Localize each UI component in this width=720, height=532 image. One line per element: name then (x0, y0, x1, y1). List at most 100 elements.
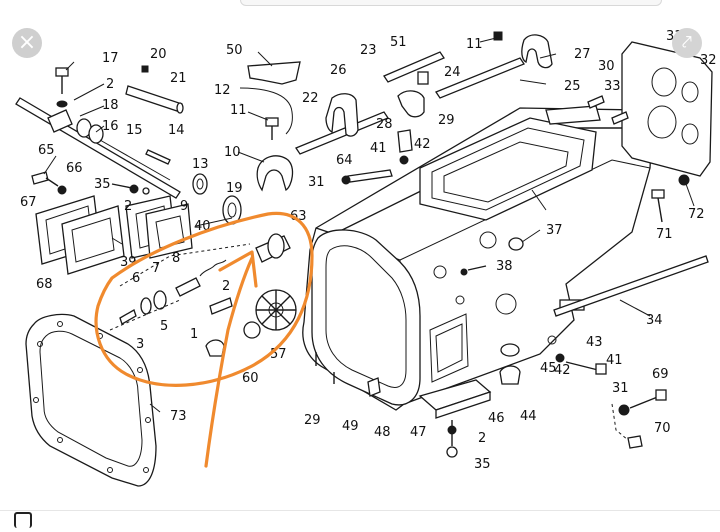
bolt-part-71 (651, 174, 690, 223)
callout-15: 15 (126, 123, 143, 138)
callout-63: 63 (290, 209, 307, 224)
close-icon[interactable]: × (12, 28, 42, 58)
plug-part-37 (508, 237, 524, 251)
callout-67: 67 (20, 195, 37, 210)
callout-16: 16 (102, 119, 119, 134)
callout-32: 32 (700, 53, 717, 68)
callout-5: 5 (160, 319, 168, 334)
callout-labels: 17 20 21 2 18 16 15 14 50 12 11 10 13 19… (20, 29, 717, 472)
callout-41: 41 (370, 141, 387, 156)
callout-23: 23 (360, 43, 377, 58)
pin-part-21 (125, 65, 184, 114)
bottom-app-icon[interactable] (14, 512, 32, 528)
callout-8: 8 (172, 251, 180, 266)
bottom-toolbar (0, 510, 720, 532)
highlight-circle (94, 211, 314, 387)
fork-part-10 (256, 155, 294, 192)
callout-2: 2 (478, 431, 486, 446)
callout-73: 73 (170, 409, 187, 424)
callout-24: 24 (444, 65, 461, 80)
callout-33: 33 (604, 79, 621, 94)
callout-41: 41 (606, 353, 623, 368)
ring-part-13 (192, 173, 208, 195)
callout-18: 18 (102, 98, 119, 113)
callout-66: 66 (66, 161, 83, 176)
shaft-part-15 (15, 97, 181, 199)
callout-11: 11 (466, 37, 483, 52)
spring-part-12 (239, 87, 293, 135)
callout-42: 42 (554, 363, 571, 378)
callout-70: 70 (654, 421, 671, 436)
callout-35: 35 (474, 457, 491, 472)
callout-69: 69 (652, 367, 669, 382)
callout-14: 14 (168, 123, 185, 138)
callout-47: 47 (410, 425, 427, 440)
plate-part-50 (247, 61, 301, 85)
callout-60: 60 (242, 371, 259, 386)
callout-6: 6 (132, 271, 140, 286)
callout-45: 45 (540, 361, 557, 376)
callout-2: 2 (222, 279, 230, 294)
cover-part-30 (621, 41, 713, 177)
callout-35: 35 (94, 177, 111, 192)
callout-21: 21 (170, 71, 187, 86)
cover-part-68 (61, 205, 125, 275)
bolt-part-17 (55, 67, 69, 108)
highlight-arrow-head (218, 250, 258, 288)
callout-68: 68 (36, 277, 53, 292)
pin-part-33-a (587, 95, 605, 109)
bearing-part-19 (222, 195, 242, 225)
callout-10: 10 (224, 145, 241, 160)
callout-13: 13 (192, 157, 209, 172)
key-part-14 (145, 149, 171, 165)
top-search-bar (240, 0, 662, 6)
callout-7: 7 (152, 261, 160, 276)
callout-46: 46 (488, 411, 505, 426)
callout-11: 11 (230, 103, 247, 118)
callout-30: 30 (598, 59, 615, 74)
callout-57: 57 (270, 347, 287, 362)
callout-37: 37 (546, 223, 563, 238)
callout-44: 44 (520, 409, 537, 424)
pin-part-33-b (611, 111, 629, 125)
callout-64: 64 (336, 153, 353, 168)
callout-48: 48 (374, 425, 391, 440)
callout-19: 19 (226, 181, 243, 196)
callout-72: 72 (688, 207, 705, 222)
shift-rail-assembly (295, 31, 553, 185)
callout-27: 27 (574, 47, 591, 62)
callout-28: 28 (376, 117, 393, 132)
callout-42: 42 (414, 137, 431, 152)
callout-51: 51 (390, 35, 407, 50)
callout-12: 12 (214, 83, 231, 98)
gear-part-57 (255, 289, 297, 331)
callout-2: 2 (124, 199, 132, 214)
callout-34: 34 (646, 313, 663, 328)
orange-highlight-annotation (94, 211, 314, 468)
bolt-part-35-left (111, 183, 150, 195)
gearbox-housing-48 (302, 105, 653, 411)
bottom-parts-group (315, 343, 521, 458)
stud-part-38 (460, 265, 487, 276)
callout-3: 3 (136, 337, 144, 352)
bolt-part-65 (31, 171, 67, 195)
rod-part-34 (553, 255, 709, 317)
callout-1: 1 (190, 327, 198, 342)
callout-31: 31 (612, 381, 629, 396)
callout-29: 29 (304, 413, 321, 428)
callout-17: 17 (102, 51, 119, 66)
bolt-part-41-right (547, 335, 607, 375)
callout-43: 43 (586, 335, 603, 350)
callout-31: 31 (308, 175, 325, 190)
gasket-part-73 (25, 313, 157, 487)
callout-29: 29 (438, 113, 455, 128)
bolt-part-69 (611, 389, 667, 449)
highlight-arrow-shaft (204, 256, 254, 468)
callout-38: 38 (496, 259, 513, 274)
callout-9: 9 (180, 199, 188, 214)
callout-49: 49 (342, 419, 359, 434)
callout-50: 50 (226, 43, 243, 58)
callout-25: 25 (564, 79, 581, 94)
share-icon[interactable]: ⤤ (672, 28, 702, 58)
